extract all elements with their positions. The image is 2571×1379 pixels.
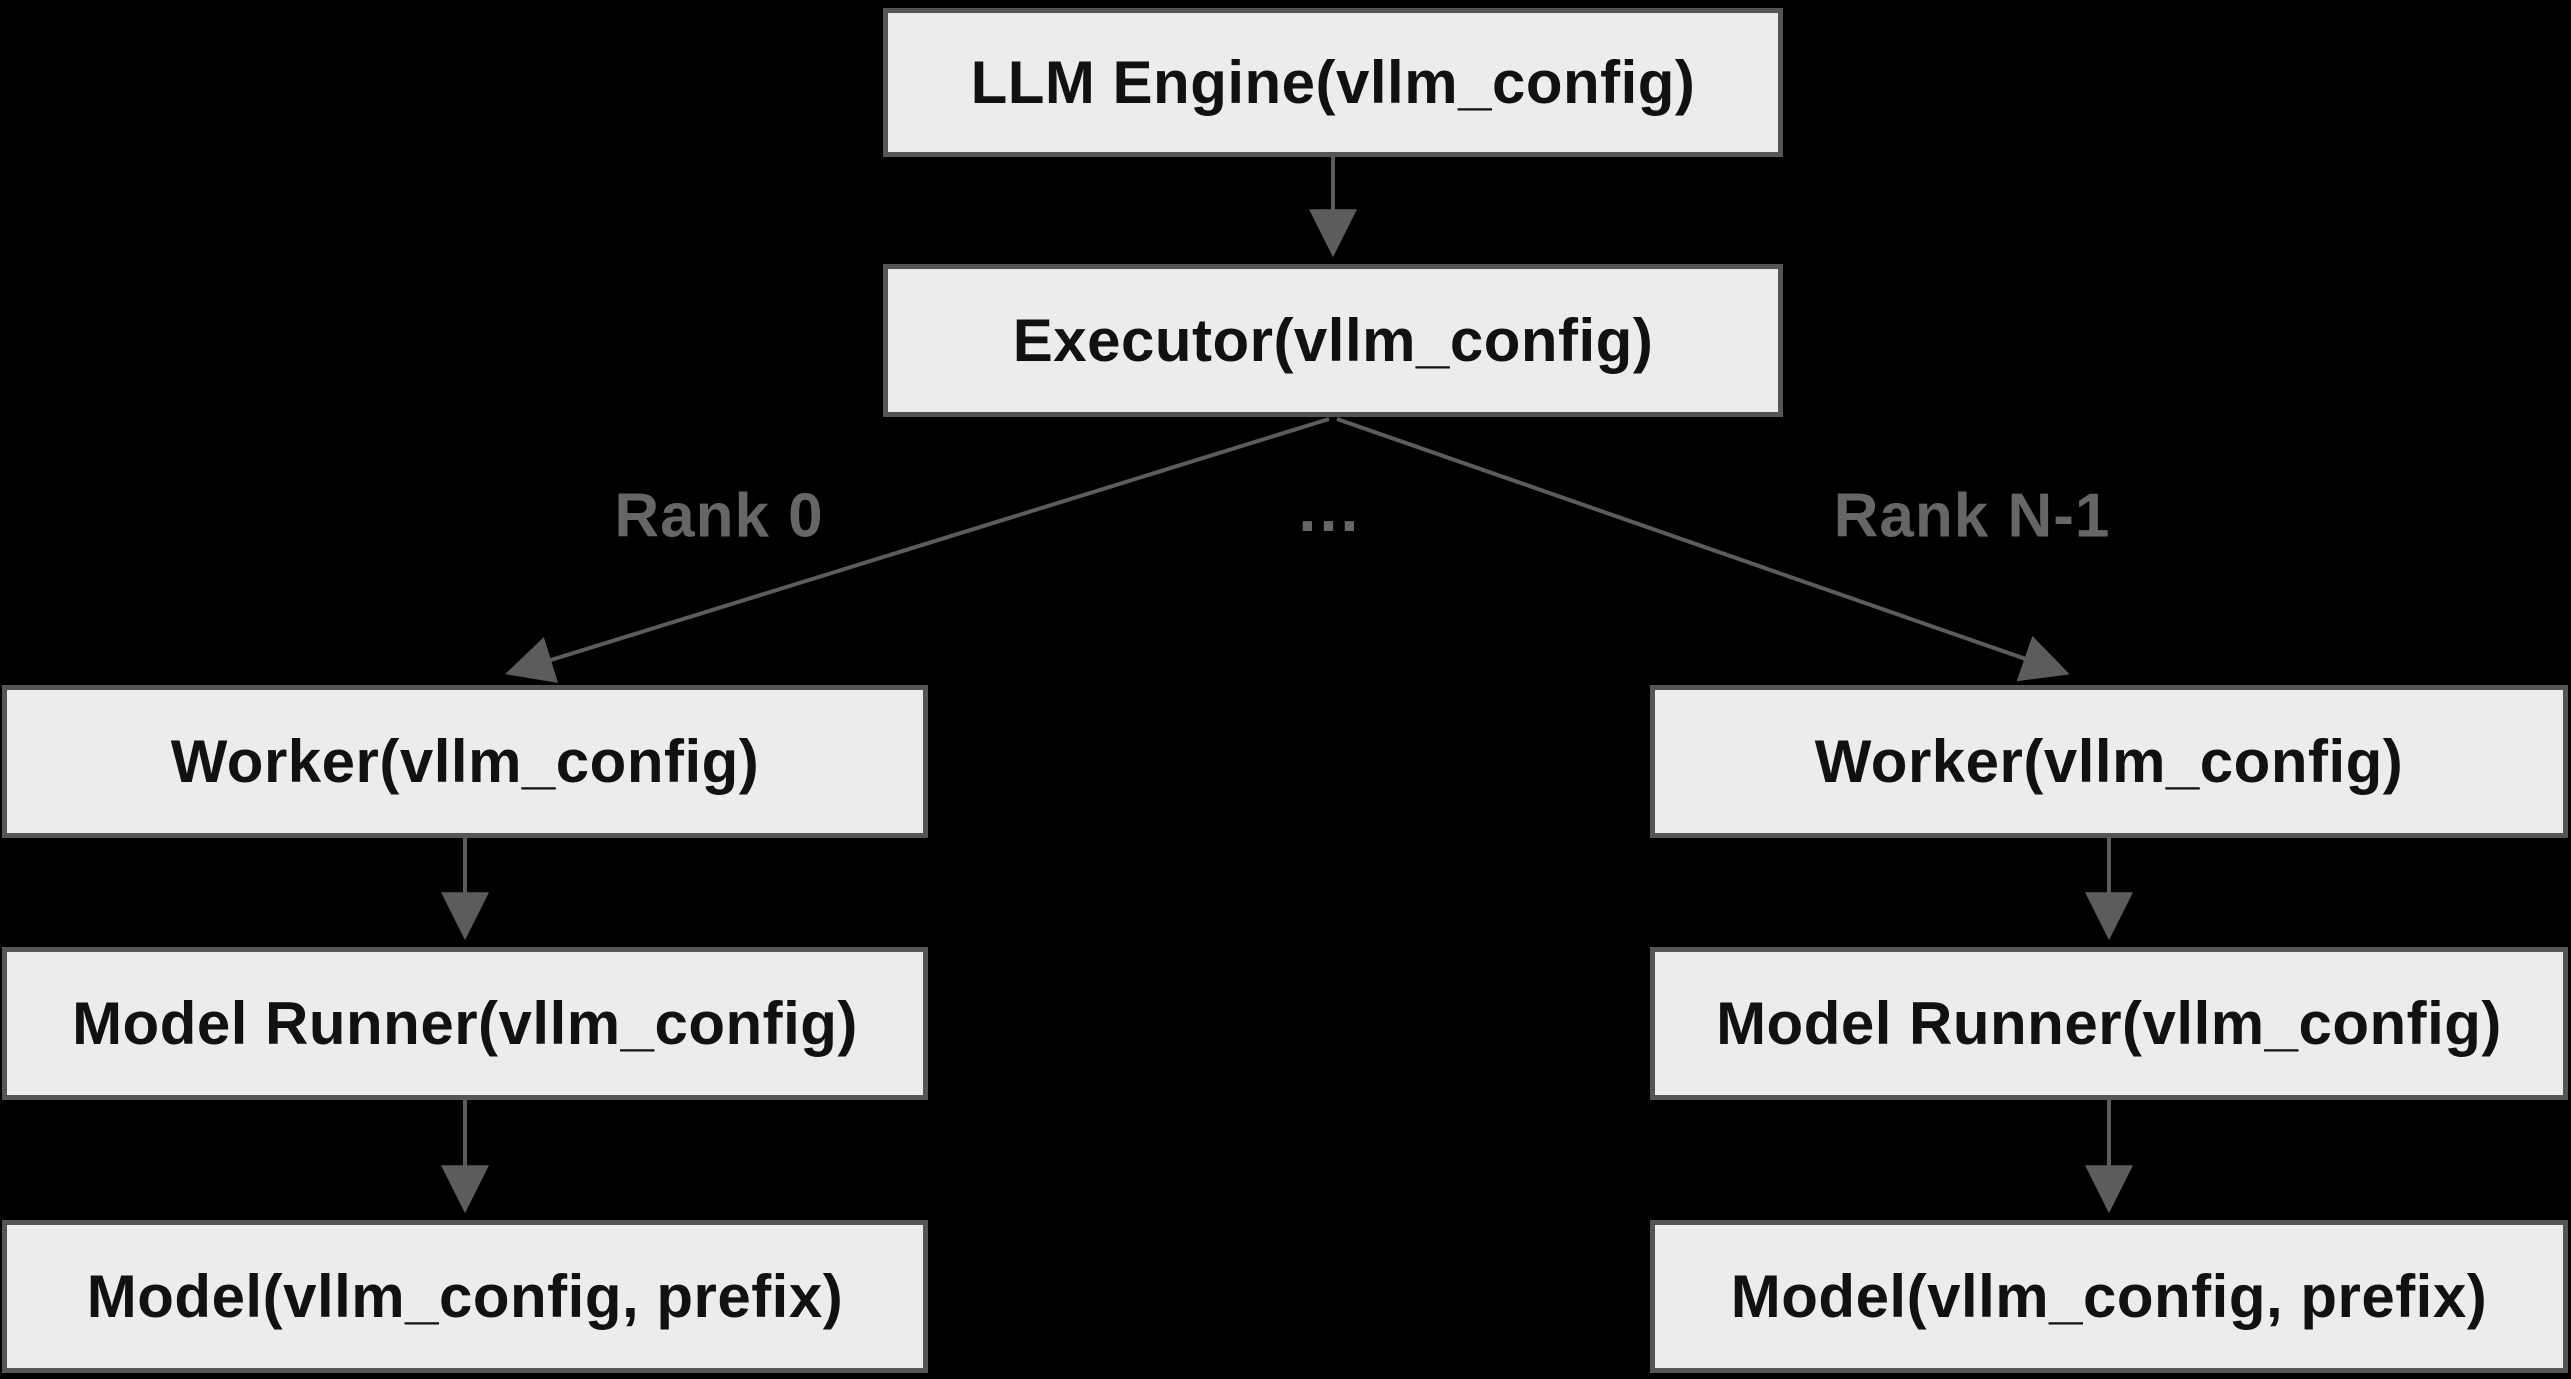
node-llm-engine: LLM Engine(vllm_config) bbox=[883, 8, 1783, 157]
node-model-runner-rankn-label: Model Runner(vllm_config) bbox=[1716, 990, 2502, 1057]
node-llm-engine-label: LLM Engine(vllm_config) bbox=[970, 49, 1696, 116]
node-model-runner-rankn: Model Runner(vllm_config) bbox=[1650, 947, 2568, 1100]
node-model-rankn: Model(vllm_config, prefix) bbox=[1650, 1220, 2568, 1373]
node-worker-rankn: Worker(vllm_config) bbox=[1650, 685, 2568, 838]
node-model-runner-rank0-label: Model Runner(vllm_config) bbox=[72, 990, 858, 1057]
node-model-rankn-label: Model(vllm_config, prefix) bbox=[1730, 1263, 2488, 1330]
node-worker-rankn-label: Worker(vllm_config) bbox=[1814, 728, 2404, 795]
edge-executor-worker-rank0 bbox=[505, 417, 1330, 683]
node-worker-rank0: Worker(vllm_config) bbox=[2, 685, 928, 838]
node-executor-label: Executor(vllm_config) bbox=[1012, 307, 1654, 374]
edge-label-rank-0: Rank 0 bbox=[614, 481, 824, 551]
node-model-runner-rank0: Model Runner(vllm_config) bbox=[2, 947, 928, 1100]
edge-executor-worker-rankn bbox=[1336, 417, 2070, 682]
node-model-rank0: Model(vllm_config, prefix) bbox=[2, 1220, 928, 1373]
node-executor: Executor(vllm_config) bbox=[883, 264, 1783, 417]
edge-label-ellipsis: … bbox=[1295, 471, 1365, 545]
node-model-rank0-label: Model(vllm_config, prefix) bbox=[86, 1263, 844, 1330]
edge-label-rank-n: Rank N-1 bbox=[1833, 481, 2111, 551]
node-worker-rank0-label: Worker(vllm_config) bbox=[170, 728, 760, 795]
